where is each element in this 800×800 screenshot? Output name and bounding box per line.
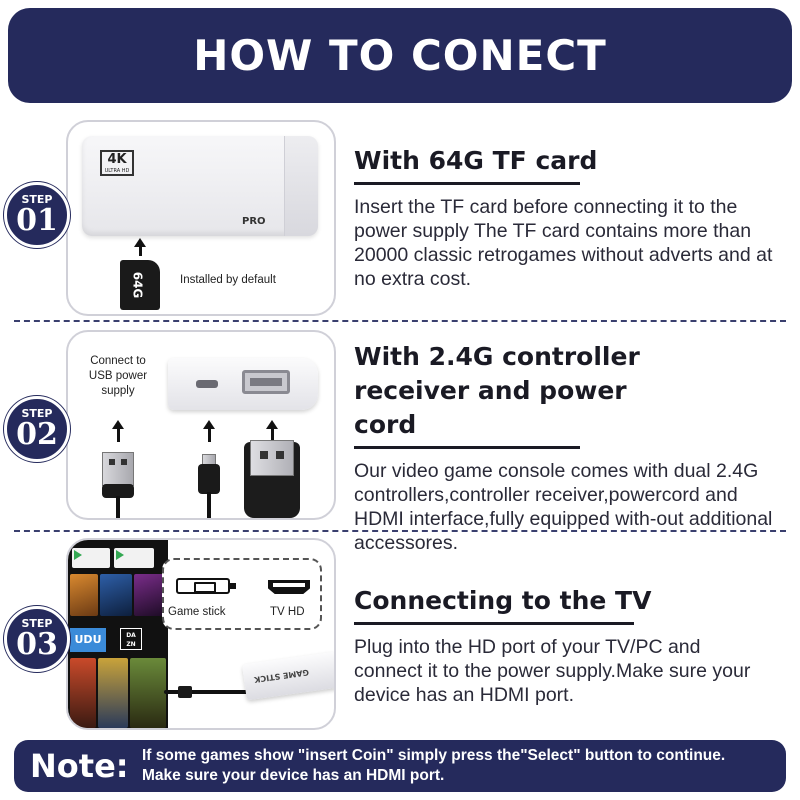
pro-label: PRO — [242, 216, 266, 227]
tf-card-icon: 64G — [120, 260, 160, 310]
note-bar: Note: If some games show "insert Coin" s… — [14, 740, 786, 792]
step-02-section: Connect to USB power supply STEP 02 With… — [0, 324, 800, 554]
udu-tile: UDU — [70, 628, 106, 652]
step-03-description: Plug into the HD port of your TV/PC and … — [354, 636, 751, 706]
4k-badge: 4K ULTRA HD — [100, 150, 134, 176]
google-play-tile — [72, 548, 110, 568]
stick-cap — [284, 136, 318, 236]
arrow-up-icon — [266, 420, 278, 429]
arrow-up-icon — [112, 420, 124, 429]
hdmi-icon — [268, 580, 310, 594]
usb-plug-icon — [102, 452, 134, 486]
note-line-1: If some games show "insert Coin" simply … — [142, 747, 726, 764]
usb-port — [242, 370, 290, 394]
tv-screen-apps: UDU DA ZN — [68, 540, 168, 728]
game-stick-device: 4K ULTRA HD PRO — [82, 136, 318, 236]
game-stick-icon — [176, 578, 236, 594]
note-text: If some games show "insert Coin" simply … — [138, 746, 725, 786]
google-play-tile — [114, 548, 154, 568]
micro-usb-plug-icon — [178, 686, 192, 698]
title-underline — [354, 182, 580, 185]
step-01-section: 4K ULTRA HD PRO 64G Installed by default… — [0, 112, 800, 318]
game-stick-ports — [168, 358, 318, 410]
game-stick-device: GAME STICK — [241, 651, 334, 701]
note-label: Note: — [30, 747, 129, 785]
game-stick-label: Game stick — [168, 606, 226, 618]
micro-usb-port — [196, 380, 218, 388]
note-line-2: Make sure your device has an HDMI port. — [142, 767, 445, 784]
step-03-section: UDU DA ZN Game stick TV HD GAME STICK ST… — [0, 534, 800, 736]
power-cable — [164, 690, 254, 694]
tv-hd-label: TV HD — [270, 606, 305, 618]
title-underline — [354, 446, 580, 449]
step-01-title: With 64G TF card — [354, 146, 598, 175]
step-01-description: Insert the TF card before connecting it … — [354, 196, 773, 290]
step-01-text: With 64G TF card Insert the TF card befo… — [354, 144, 784, 291]
step-02-description: Our video game console comes with dual 2… — [354, 460, 773, 554]
step-03-image: UDU DA ZN Game stick TV HD GAME STICK — [66, 538, 336, 730]
step-badge-02: STEP 02 — [4, 396, 70, 462]
arrow-up-icon — [203, 420, 215, 429]
header-banner: HOW TO CONECT — [8, 8, 792, 103]
step-badge-03: STEP 03 — [4, 606, 70, 672]
step-03-title: Connecting to the TV — [354, 586, 652, 615]
receiver-dongle-icon — [244, 440, 300, 518]
dazn-tile: DA ZN — [120, 628, 142, 650]
installed-caption: Installed by default — [180, 274, 276, 286]
step-02-title: With 2.4G controller receiver and power … — [354, 342, 640, 439]
dashed-divider — [14, 530, 786, 532]
page-title: HOW TO CONECT — [193, 31, 607, 80]
dashed-divider — [14, 320, 786, 322]
arrow-up-icon — [134, 238, 146, 247]
step-02-image: Connect to USB power supply — [66, 330, 336, 520]
step-02-text: With 2.4G controller receiver and power … — [354, 340, 784, 555]
step-01-image: 4K ULTRA HD PRO 64G Installed by default — [66, 120, 336, 316]
step-badge-01: STEP 01 — [4, 182, 70, 248]
title-underline — [354, 622, 634, 625]
connection-legend: Game stick TV HD — [162, 558, 322, 630]
step-03-text: Connecting to the TV Plug into the HD po… — [354, 584, 784, 707]
usb-power-caption: Connect to USB power supply — [88, 355, 148, 397]
